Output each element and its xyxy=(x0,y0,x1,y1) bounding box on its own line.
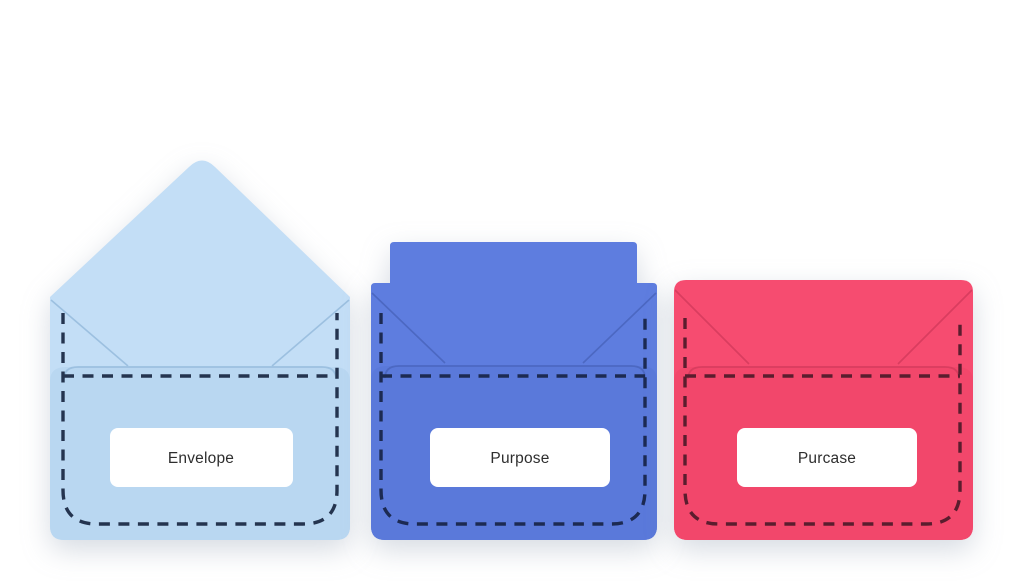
fold-line-right xyxy=(271,299,350,367)
pocket-top-edge xyxy=(384,365,646,379)
label-plate xyxy=(110,428,293,487)
pocket-top-edge xyxy=(687,366,960,380)
fold-line-right xyxy=(897,289,973,365)
label-text: Purcase xyxy=(798,450,856,467)
pocket-top-edge xyxy=(63,366,337,380)
envelope-card-closed[interactable]: Purcase xyxy=(665,270,980,552)
label-text: Purpose xyxy=(490,450,549,467)
fold-line-left xyxy=(371,292,446,364)
stitch-border xyxy=(379,313,647,526)
envelope-letter-tab-graphic: Purpose xyxy=(371,242,657,540)
envelope-open-flap-graphic: Envelope xyxy=(50,160,350,540)
stitch-border xyxy=(61,313,339,526)
label-plate xyxy=(430,428,610,487)
envelope-card-letter-tab[interactable]: Purpose xyxy=(365,235,665,547)
stitch-border xyxy=(683,318,962,526)
envelope-closed-graphic: Purcase xyxy=(674,280,973,540)
fold-line-right xyxy=(582,292,657,364)
envelope-card-open-flap[interactable]: Envelope xyxy=(40,145,360,557)
label-plate xyxy=(737,428,917,487)
label-text: Envelope xyxy=(168,450,234,467)
fold-line-left xyxy=(674,289,750,365)
fold-line-left xyxy=(50,299,129,367)
